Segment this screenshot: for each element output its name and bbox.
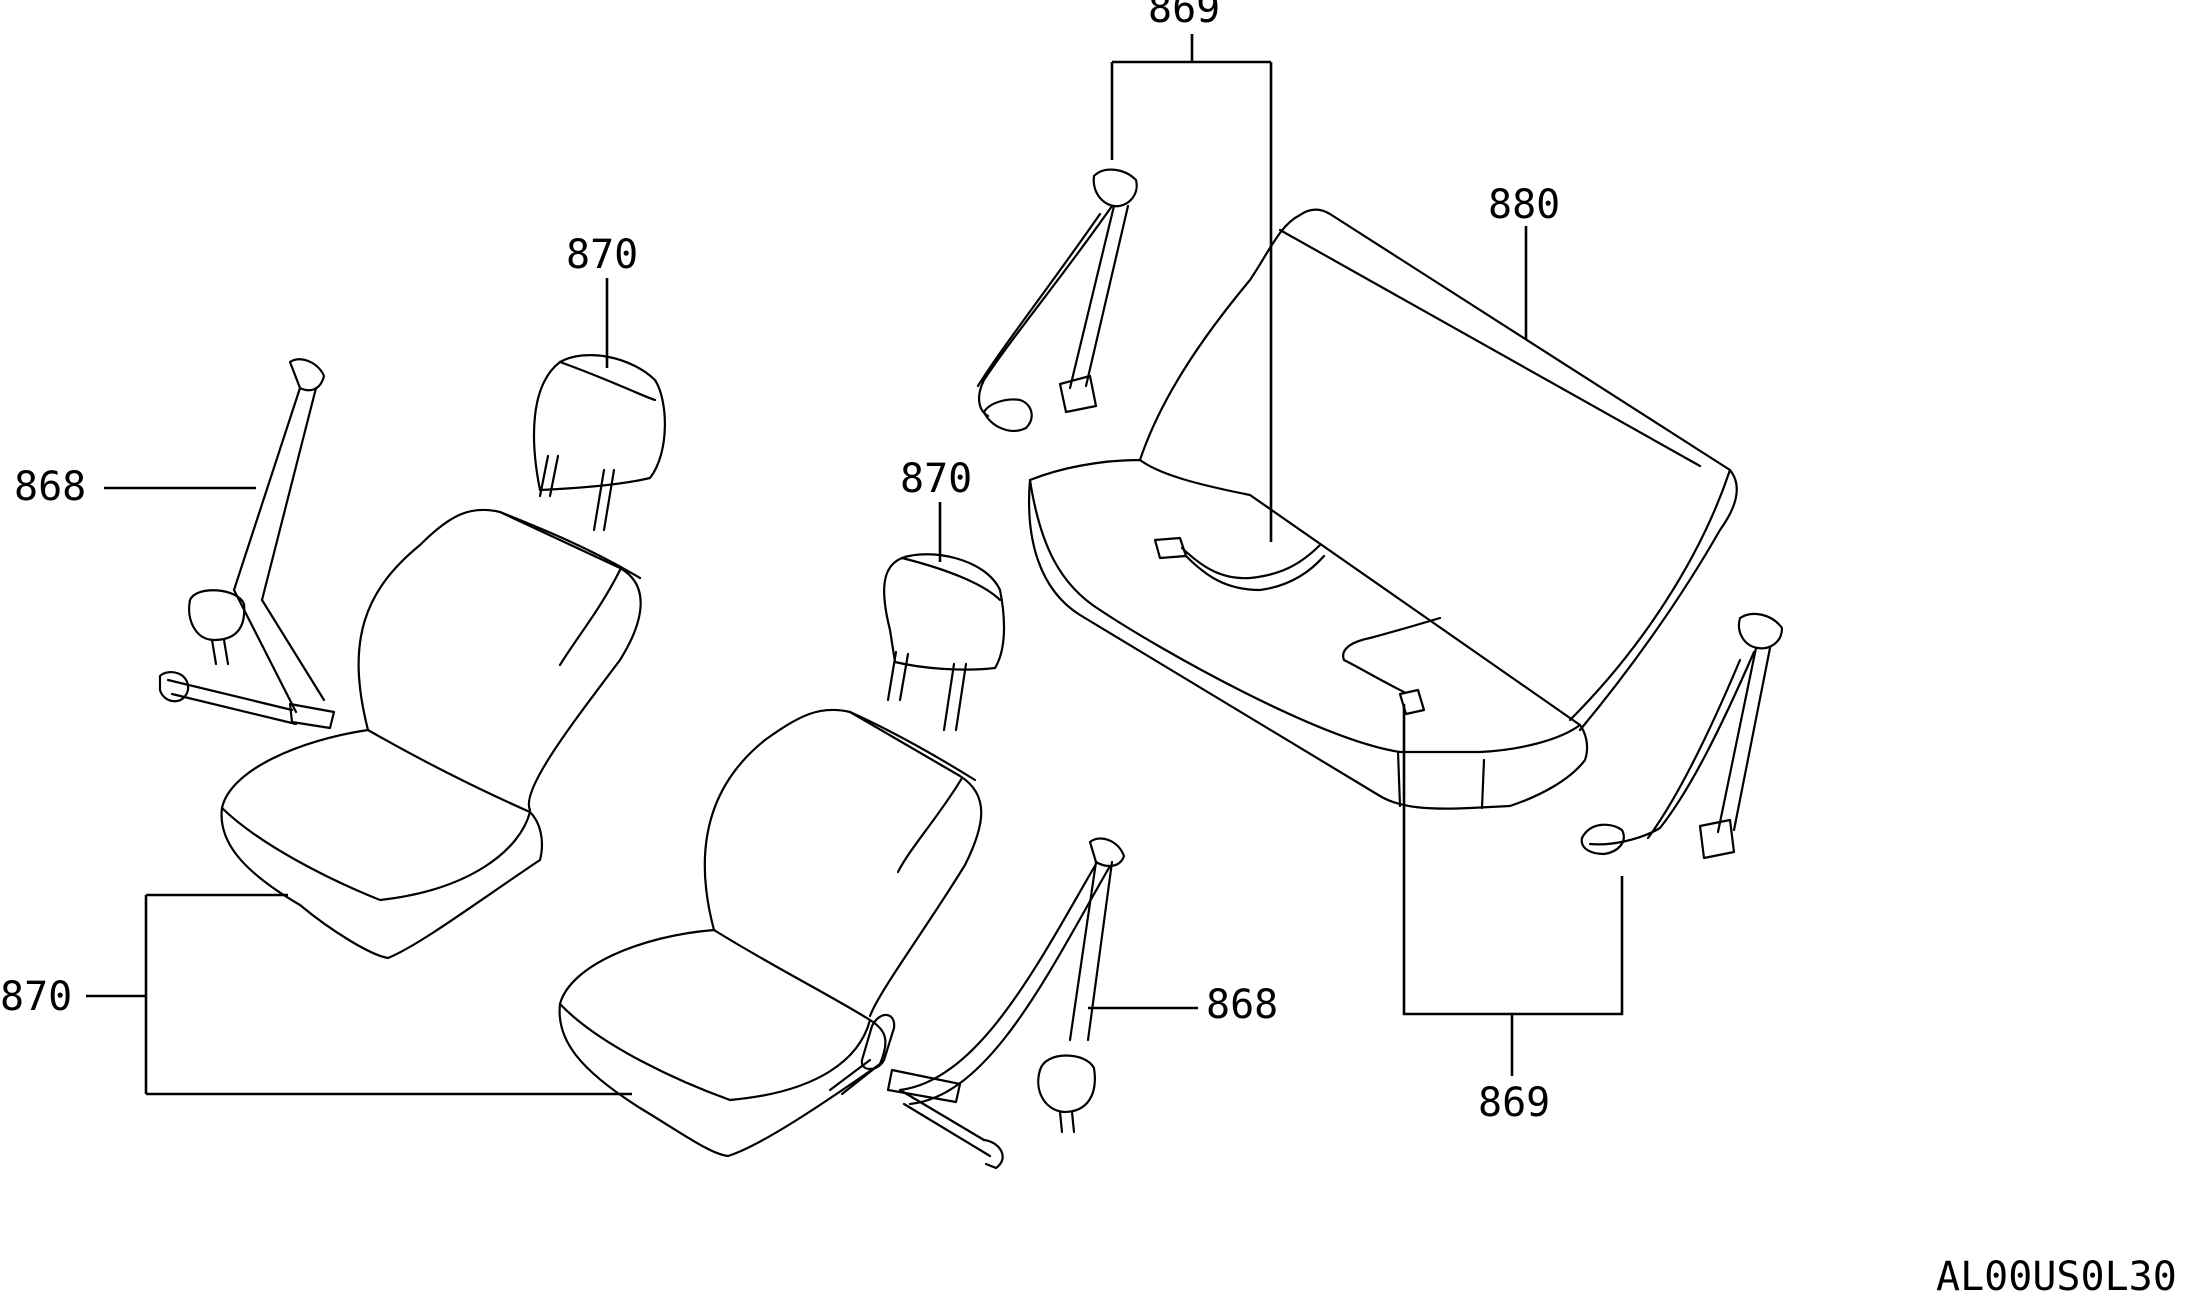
label-870-front-seats: 870 — [0, 974, 72, 1020]
front-seat-center — [558, 708, 983, 1158]
label-868-left: 868 — [14, 464, 86, 510]
leader-869-top — [1110, 34, 1273, 542]
seatbelt-869-right — [1580, 612, 1784, 860]
label-869-bottom: 869 — [1478, 1080, 1550, 1126]
seatbelt-868-left — [158, 358, 336, 730]
label-870-headrest-left: 870 — [566, 232, 638, 278]
label-870-headrest-center: 870 — [900, 456, 972, 502]
rear-seat-880 — [1028, 208, 1738, 810]
leader-869-bottom — [1402, 704, 1624, 1076]
figure-code: AL00US0L30 — [1936, 1254, 2177, 1295]
seatbelt-869-top — [976, 168, 1138, 432]
headrest-center — [883, 553, 1006, 732]
headrest-left — [532, 354, 666, 532]
seatbelt-868-right — [886, 837, 1126, 1170]
leader-870-front-seats — [86, 893, 632, 1096]
label-869-top: 869 — [1148, 0, 1220, 32]
label-868-right: 868 — [1206, 982, 1278, 1028]
front-seat-left — [220, 508, 642, 960]
label-880: 880 — [1488, 182, 1560, 228]
